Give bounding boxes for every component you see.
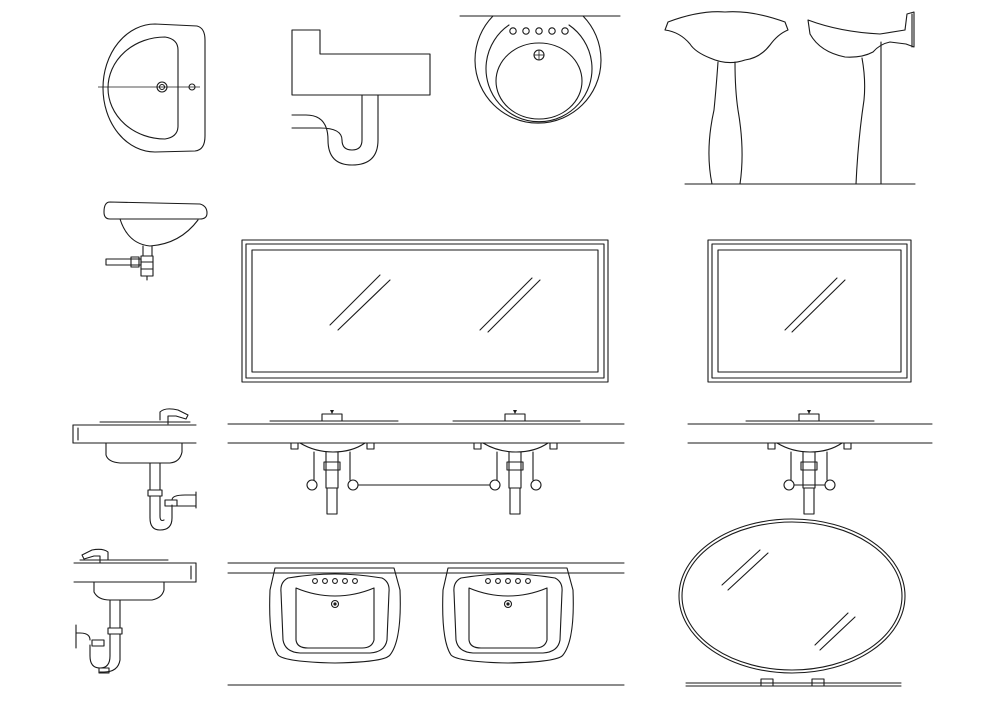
vanity-side-section [72,408,197,531]
counter-basin-side [103,201,208,281]
vanity-basin-unit [290,410,375,515]
double-basin-plan [227,562,625,686]
basin-plan-unit [269,567,401,664]
tap-holes [509,27,569,35]
double-vanity-elevation [227,410,625,515]
pedestal-basin-elevations [664,11,916,185]
washbasin-plan-oval [98,23,206,153]
washbasin-side-trap [291,29,431,166]
mirror-oval [678,518,906,687]
single-vanity-elevation [687,410,933,515]
mirror-large-rectangular [241,239,609,383]
basin-plan-unit [442,567,574,664]
vanity-side-section-lower [73,548,197,674]
washbasin-plan-round [459,15,621,124]
vanity-basin-unit [473,410,558,515]
mirror-small-rectangular [707,239,912,383]
